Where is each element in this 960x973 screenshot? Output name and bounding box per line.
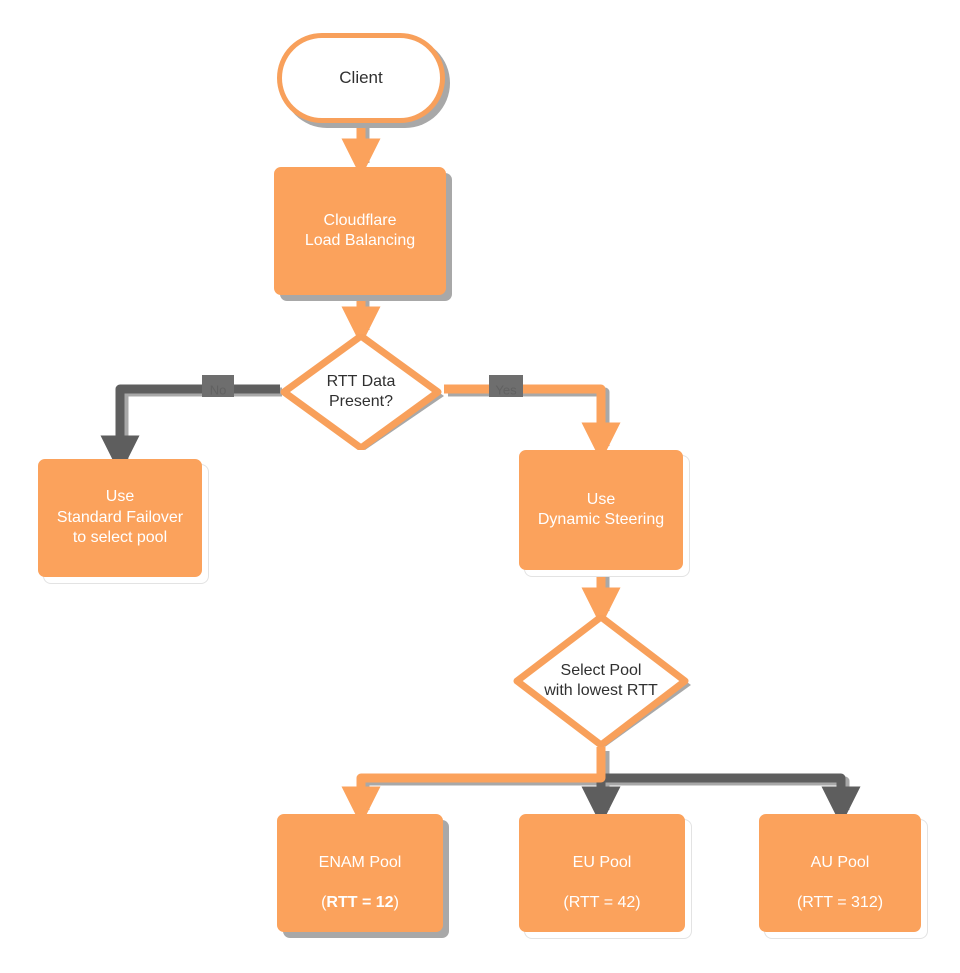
- edge-labels: No Yes: [202, 375, 523, 397]
- node-enam-pool-name: ENAM Pool: [318, 853, 402, 871]
- node-dynamic-steering[interactable]: Use Dynamic Steering: [519, 450, 683, 570]
- node-cloudflare-load-balancing[interactable]: Cloudflare Load Balancing: [274, 167, 446, 295]
- edge-shadows: [119, 127, 850, 810]
- node-standard-failover[interactable]: Use Standard Failover to select pool: [38, 459, 202, 577]
- node-eu-pool[interactable]: EU Pool (RTT = 42): [519, 814, 685, 932]
- node-au-pool-label: AU Pool (RTT = 312): [797, 832, 883, 914]
- node-rtt-data-present[interactable]: RTT Data Present?: [278, 334, 444, 450]
- node-enam-pool-label: ENAM Pool (RTT = 12): [319, 832, 402, 914]
- node-au-pool-rtt: (RTT = 312): [796, 894, 884, 912]
- node-select-pool-lowest-rtt[interactable]: Select Pool with lowest RTT: [511, 615, 691, 747]
- edge-decision-no: [100, 384, 280, 475]
- node-enam-pool-rtt-value: RTT = 12: [326, 894, 394, 912]
- node-au-pool[interactable]: AU Pool (RTT = 312): [759, 814, 921, 932]
- node-eu-pool-rtt: (RTT = 42): [563, 894, 641, 912]
- node-enam-pool[interactable]: ENAM Pool (RTT = 12): [277, 814, 443, 932]
- edge-select-to-enam: [341, 747, 606, 826]
- node-cloudflare-load-balancing-label: Cloudflare Load Balancing: [304, 211, 416, 249]
- edge-label-yes: Yes: [495, 382, 517, 397]
- node-standard-failover-label: Use Standard Failover to select pool: [56, 488, 184, 547]
- diamond-shape-icon: [280, 334, 444, 450]
- node-eu-pool-name: EU Pool: [572, 853, 632, 871]
- diamond-shape-icon: [513, 615, 691, 747]
- node-eu-pool-label: EU Pool (RTT = 42): [563, 832, 640, 914]
- edge-label-no: No: [210, 382, 227, 397]
- node-client-label: Client: [339, 68, 383, 88]
- node-au-pool-name: AU Pool: [810, 853, 870, 871]
- node-enam-pool-rtt: (RTT = 12): [321, 894, 399, 912]
- edge-select-to-au: [601, 773, 861, 826]
- node-dynamic-steering-label: Use Dynamic Steering: [537, 490, 665, 528]
- node-client[interactable]: Client: [277, 33, 445, 123]
